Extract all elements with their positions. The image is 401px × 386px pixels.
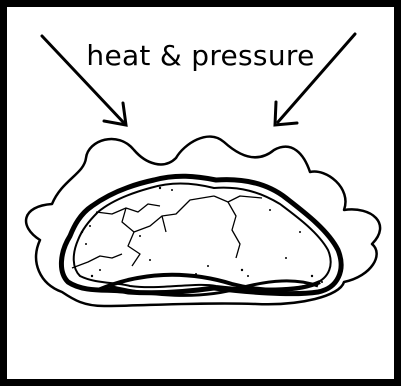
heat-pressure-label: heat & pressure xyxy=(0,38,401,74)
